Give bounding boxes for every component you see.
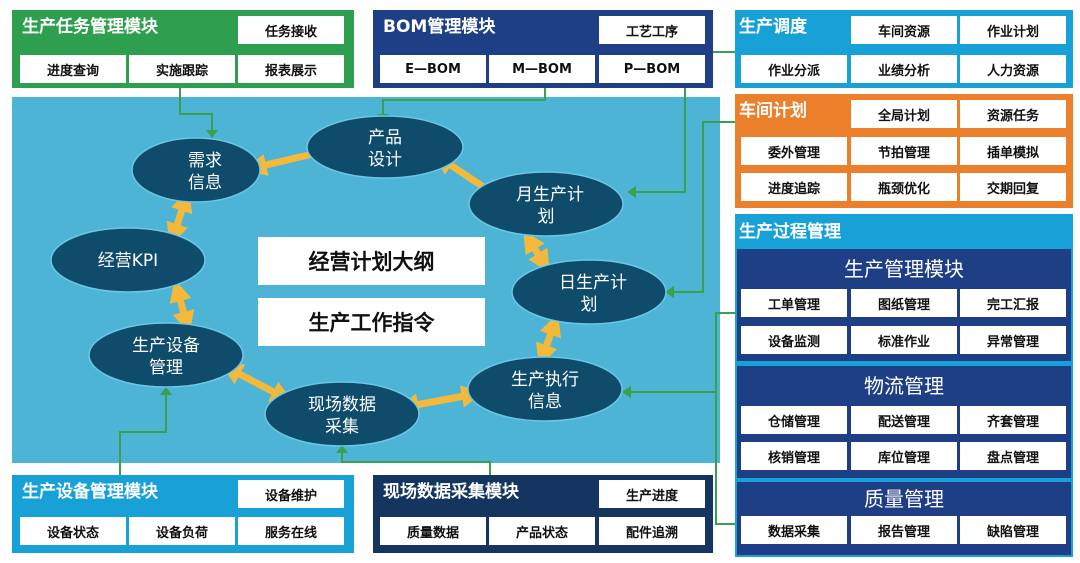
connector-task <box>179 86 213 133</box>
center-title-plan: 经营计划大纲 <box>258 237 485 285</box>
arrow-equipment <box>160 387 172 395</box>
node-daily-line2: 划 <box>581 295 598 315</box>
logistics-item-writeoff[interactable]: 核销管理 <box>741 442 847 470</box>
node-design <box>306 115 464 179</box>
node-equipment-line1: 生产设备 <box>132 336 200 356</box>
workshop-item-resource-task[interactable]: 资源任务 <box>960 100 1066 128</box>
connector-equipment <box>119 392 167 475</box>
node-demand <box>131 137 261 203</box>
task-item-report[interactable]: 报表展示 <box>238 55 344 83</box>
bom-item-ebom[interactable]: E—BOM <box>380 55 486 83</box>
connector-datacollect <box>341 450 491 475</box>
node-equipment <box>88 322 244 388</box>
workshop-item-bottleneck[interactable]: 瓶颈优化 <box>851 173 957 201</box>
production-item-completion[interactable]: 完工汇报 <box>960 289 1066 317</box>
node-monthly <box>468 171 624 237</box>
quality-item-data[interactable]: 数据采集 <box>741 516 847 544</box>
arrow-workshop <box>665 286 674 298</box>
production-item-workorder[interactable]: 工单管理 <box>741 289 847 317</box>
dispatch-item-plan[interactable]: 作业计划 <box>960 16 1066 44</box>
node-demand-line1: 需求 <box>188 151 222 171</box>
production-subpanel-title: 生产管理模块 <box>844 256 964 281</box>
node-execution-line2: 信息 <box>528 392 562 412</box>
workshop-item-trace[interactable]: 进度追踪 <box>741 173 847 201</box>
dispatch-title: 生产调度 <box>739 17 807 37</box>
connector-bom <box>382 86 546 117</box>
bom-item-process[interactable]: 工艺工序 <box>599 16 705 44</box>
arrow-process <box>622 386 631 398</box>
workshop-item-takt[interactable]: 节拍管理 <box>851 137 957 165</box>
arrow-datacollect-equipment <box>220 363 293 403</box>
logistics-item-inventory[interactable]: 盘点管理 <box>960 442 1066 470</box>
workshop-item-insert[interactable]: 插单模拟 <box>960 137 1066 165</box>
dispatch-item-analysis[interactable]: 业绩分析 <box>851 55 957 83</box>
arrow-daily-execution <box>536 313 561 367</box>
workshop-title: 车间计划 <box>739 101 807 121</box>
production-item-exception[interactable]: 异常管理 <box>960 326 1066 354</box>
node-execution <box>467 356 623 422</box>
connector-process-branch2 <box>715 402 737 525</box>
production-item-monitor[interactable]: 设备监测 <box>741 326 847 354</box>
logistics-item-kitting[interactable]: 齐套管理 <box>960 406 1066 434</box>
logistics-item-location[interactable]: 库位管理 <box>851 442 957 470</box>
node-datacollect-line2: 采集 <box>325 417 359 437</box>
dispatch-item-assign[interactable]: 作业分派 <box>741 55 847 83</box>
node-monthly-line2: 划 <box>538 207 555 227</box>
production-item-standard[interactable]: 标准作业 <box>851 326 957 354</box>
datacollect-item-progress[interactable]: 生产进度 <box>599 480 705 508</box>
production-item-drawings[interactable]: 图纸管理 <box>851 289 957 317</box>
datacollect-module-title: 现场数据采集模块 <box>383 482 519 502</box>
logistics-subpanel-title: 物流管理 <box>864 373 944 398</box>
arrow-kpi-demand <box>166 189 193 246</box>
datacollect-item-parts[interactable]: 配件追溯 <box>599 517 705 545</box>
equipment-item-maintenance[interactable]: 设备维护 <box>238 480 344 508</box>
center-title-instruction: 生产工作指令 <box>258 298 485 346</box>
node-kpi <box>50 227 206 293</box>
bom-module-title: BOM管理模块 <box>383 17 496 37</box>
node-daily-line1: 日生产计 <box>559 273 627 293</box>
logistics-item-delivery[interactable]: 配送管理 <box>851 406 957 434</box>
node-daily <box>511 259 667 325</box>
logistics-item-warehouse[interactable]: 仓储管理 <box>741 406 847 434</box>
bom-item-pbom[interactable]: P—BOM <box>599 55 705 83</box>
node-demand-line2: 信息 <box>188 173 222 193</box>
arrow-equipment-kpi <box>169 279 195 334</box>
task-item-tracking[interactable]: 实施跟踪 <box>129 55 235 83</box>
quality-subpanel-title: 质量管理 <box>864 486 944 511</box>
arrow-dispatch <box>627 186 636 198</box>
node-equipment-line2: 管理 <box>149 358 183 378</box>
quality-item-defect[interactable]: 缺陷管理 <box>960 516 1066 544</box>
arrow-datacollect <box>336 445 348 453</box>
workshop-item-delivery[interactable]: 交期回复 <box>960 173 1066 201</box>
node-datacollect-line1: 现场数据 <box>308 395 376 415</box>
bom-item-mbom[interactable]: M—BOM <box>489 55 595 83</box>
quality-item-report[interactable]: 报告管理 <box>851 516 957 544</box>
equipment-item-service[interactable]: 服务在线 <box>238 517 344 545</box>
process-title: 生产过程管理 <box>739 222 841 242</box>
datacollect-item-quality[interactable]: 质量数据 <box>380 517 486 545</box>
dispatch-item-hr[interactable]: 人力资源 <box>960 55 1066 83</box>
equipment-item-status[interactable]: 设备状态 <box>20 517 126 545</box>
node-kpi-label: 经营KPI <box>98 251 158 271</box>
task-module-title: 生产任务管理模块 <box>22 17 158 37</box>
task-item-progress[interactable]: 进度查询 <box>20 55 126 83</box>
node-design-line1: 产品 <box>368 128 402 148</box>
node-monthly-line1: 月生产计 <box>516 185 584 205</box>
workshop-item-outsource[interactable]: 委外管理 <box>741 137 847 165</box>
node-datacollect <box>264 381 420 447</box>
task-item-receive[interactable]: 任务接收 <box>238 16 344 44</box>
dispatch-item-resources[interactable]: 车间资源 <box>851 16 957 44</box>
node-design-line2: 设计 <box>368 150 402 170</box>
equipment-module-title: 生产设备管理模块 <box>22 482 158 502</box>
arrow-monthly-daily <box>523 230 550 273</box>
connector-process <box>626 312 737 393</box>
equipment-item-load[interactable]: 设备负荷 <box>129 517 235 545</box>
arrow-task <box>206 130 218 138</box>
workshop-item-global[interactable]: 全局计划 <box>851 100 957 128</box>
connector-workshop <box>669 121 737 293</box>
datacollect-item-status[interactable]: 产品状态 <box>489 517 595 545</box>
node-execution-line1: 生产执行 <box>511 370 579 390</box>
